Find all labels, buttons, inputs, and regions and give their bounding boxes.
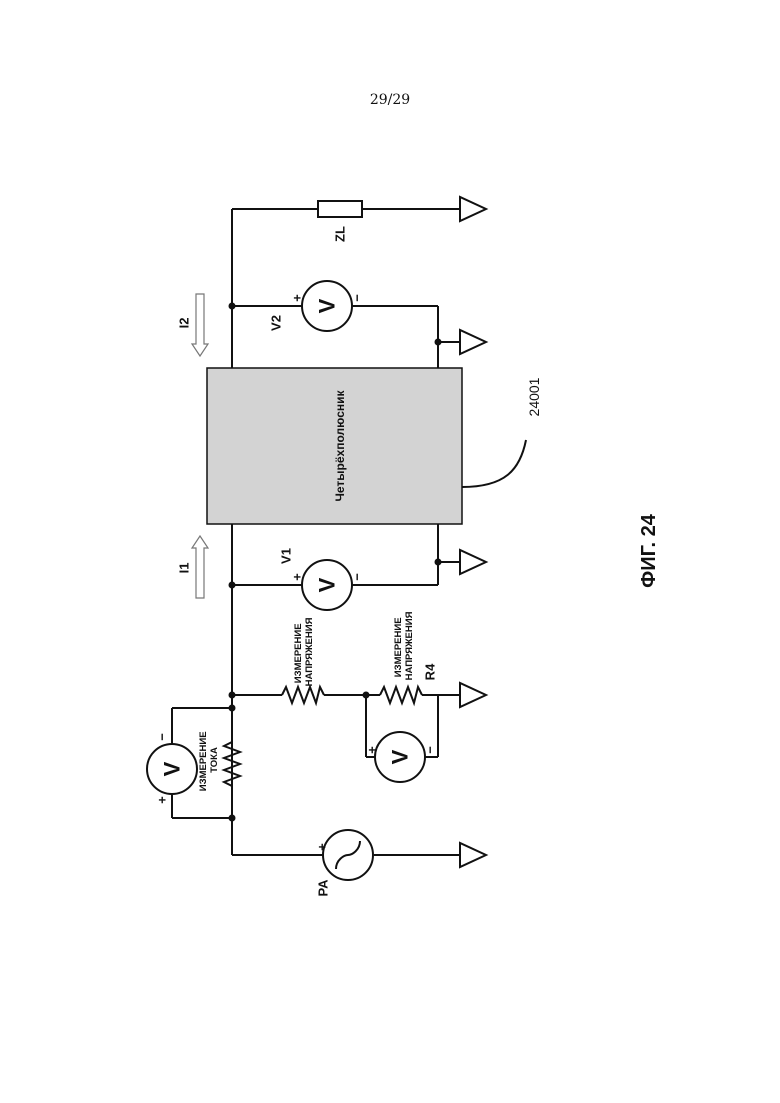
ref-leader-line xyxy=(462,440,526,487)
current-measure-label: ИЗМЕРЕНИЕ ТОКА xyxy=(198,729,220,791)
ac-source-pa: + xyxy=(315,830,374,880)
ground-symbols xyxy=(460,197,486,867)
voltmeter-v-icon: V xyxy=(315,298,340,313)
resistor-label-r4: R4 xyxy=(423,663,438,680)
plus-sign: + xyxy=(155,796,170,804)
voltage-measure-label-2-line1: ИЗМЕРЕНИЕ xyxy=(393,617,404,677)
voltmeter-v-icon: V xyxy=(315,577,340,592)
load-impedance-zl xyxy=(318,201,362,217)
current-measure-label-line2: ТОКА xyxy=(209,747,220,773)
voltmeter-label-v1: V1 xyxy=(279,548,294,564)
minus-sign: − xyxy=(423,746,438,754)
minus-sign: − xyxy=(350,294,365,302)
current-arrow-i1 xyxy=(192,536,208,598)
current-label-i2: I2 xyxy=(177,318,192,329)
voltage-measure-label-1: ИЗМЕРЕНИЕ НАПРЯЖЕНИЯ xyxy=(293,617,315,686)
plus-sign: + xyxy=(365,746,380,754)
voltage-measure-label-2-line2: НАПРЯЖЕНИЯ xyxy=(404,611,415,680)
resistor-r4 xyxy=(380,687,422,703)
voltmeter-current: V + − xyxy=(147,733,197,804)
load-label: ZL xyxy=(333,226,348,242)
two-port-label: Четырёхполюсник xyxy=(333,389,347,501)
current-arrow-i2 xyxy=(192,294,208,356)
current-label-i1: I1 xyxy=(177,563,192,574)
source-label: PA xyxy=(316,879,331,897)
two-port-ref-number: 24001 xyxy=(526,377,542,416)
voltage-measure-resistor xyxy=(282,687,324,703)
voltmeter-v-icon: V xyxy=(388,749,413,764)
figure-label: ФИГ. 24 xyxy=(638,513,660,588)
plus-sign: + xyxy=(290,573,305,581)
voltmeter-v-icon: V xyxy=(160,761,185,776)
minus-sign: − xyxy=(155,733,170,741)
voltage-measure-label-1-line1: ИЗМЕРЕНИЕ xyxy=(293,623,304,683)
plus-sign: + xyxy=(315,843,330,851)
voltmeter-label-v2: V2 xyxy=(269,315,284,331)
plus-sign: + xyxy=(290,294,305,302)
voltage-measure-label-1-line2: НАПРЯЖЕНИЯ xyxy=(304,617,315,686)
current-measure-label-line1: ИЗМЕРЕНИЕ xyxy=(198,731,209,791)
minus-sign: − xyxy=(350,573,365,581)
voltage-measure-label-2: ИЗМЕРЕНИЕ НАПРЯЖЕНИЯ xyxy=(393,611,415,680)
